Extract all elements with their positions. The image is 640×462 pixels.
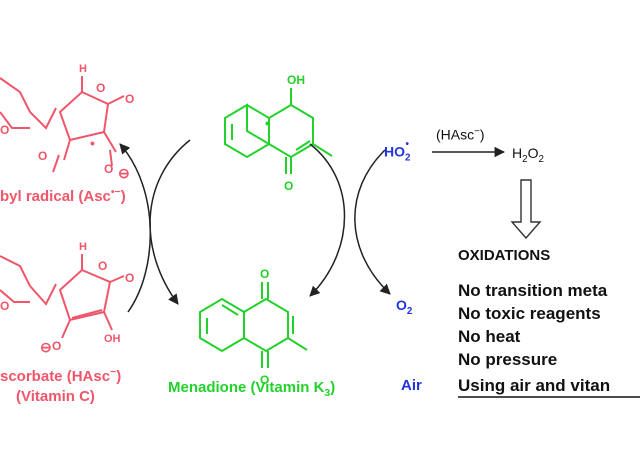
atom-oh: OH [287, 73, 305, 87]
atom-h: H [79, 241, 87, 253]
right-redox-arrows [309, 143, 391, 297]
atom-o: O [98, 259, 107, 273]
atom-o: O [260, 373, 269, 387]
atom-o: O [125, 92, 134, 106]
h2o2-label: H2O2 [512, 145, 544, 165]
ascorbate-label: scorbate (HAsc−) [0, 366, 122, 385]
oxidations-item: No toxic reagents [458, 304, 601, 323]
vitamin-c-label: (Vitamin C) [16, 388, 95, 405]
atom-o: O [96, 81, 105, 95]
atom-o: O [52, 339, 61, 353]
oxidations-final-item: Using air and vitan [458, 376, 611, 395]
oxidations-item: No transition meta [458, 281, 608, 300]
menadione-atoms: O O [260, 267, 269, 387]
menadione-label: Menadione (Vitamin K3) [168, 379, 336, 399]
atom-o: O [0, 299, 9, 313]
ho2-label: HO2• [384, 139, 411, 164]
oxidations-heading: OXIDATIONS [458, 247, 551, 264]
open-down-arrow [510, 179, 542, 240]
atom-o: O [0, 123, 9, 137]
oxidations-item: No heat [458, 327, 521, 346]
ascorbate-structure [0, 254, 125, 339]
radical-dot: • [265, 115, 270, 131]
atom-o: O [125, 271, 134, 285]
atom-o: O [260, 267, 269, 281]
atom-o: O [284, 179, 293, 193]
atom-o: O [104, 162, 113, 176]
hasc-reagent-label: (HAsc−) [436, 126, 485, 143]
menadiol-radical-atoms: OH O • [265, 73, 305, 193]
menadiol-radical-structure [224, 88, 333, 174]
o2-label: O2 [396, 297, 413, 317]
atom-h: H [79, 63, 87, 75]
o-minus: ⊖ [40, 339, 52, 355]
atom-oh: OH [104, 333, 121, 345]
o-minus: ⊖ [118, 165, 130, 181]
ascorbyl-radical-structure [0, 76, 125, 173]
ascorbate-atoms: O H O O O ⊖ OH [0, 241, 134, 355]
atom-o: O [38, 149, 47, 163]
oxidations-item: No pressure [458, 350, 558, 369]
radical-dot: • [90, 135, 95, 151]
ascorbyl-radical-label: byl radical (Asc•−) [0, 186, 126, 205]
menadione-structure [199, 282, 308, 368]
air-label: Air [401, 377, 422, 394]
ascorbyl-radical-atoms: O H O O O O ⊖ • [0, 63, 134, 181]
left-redox-arrows [119, 139, 191, 313]
